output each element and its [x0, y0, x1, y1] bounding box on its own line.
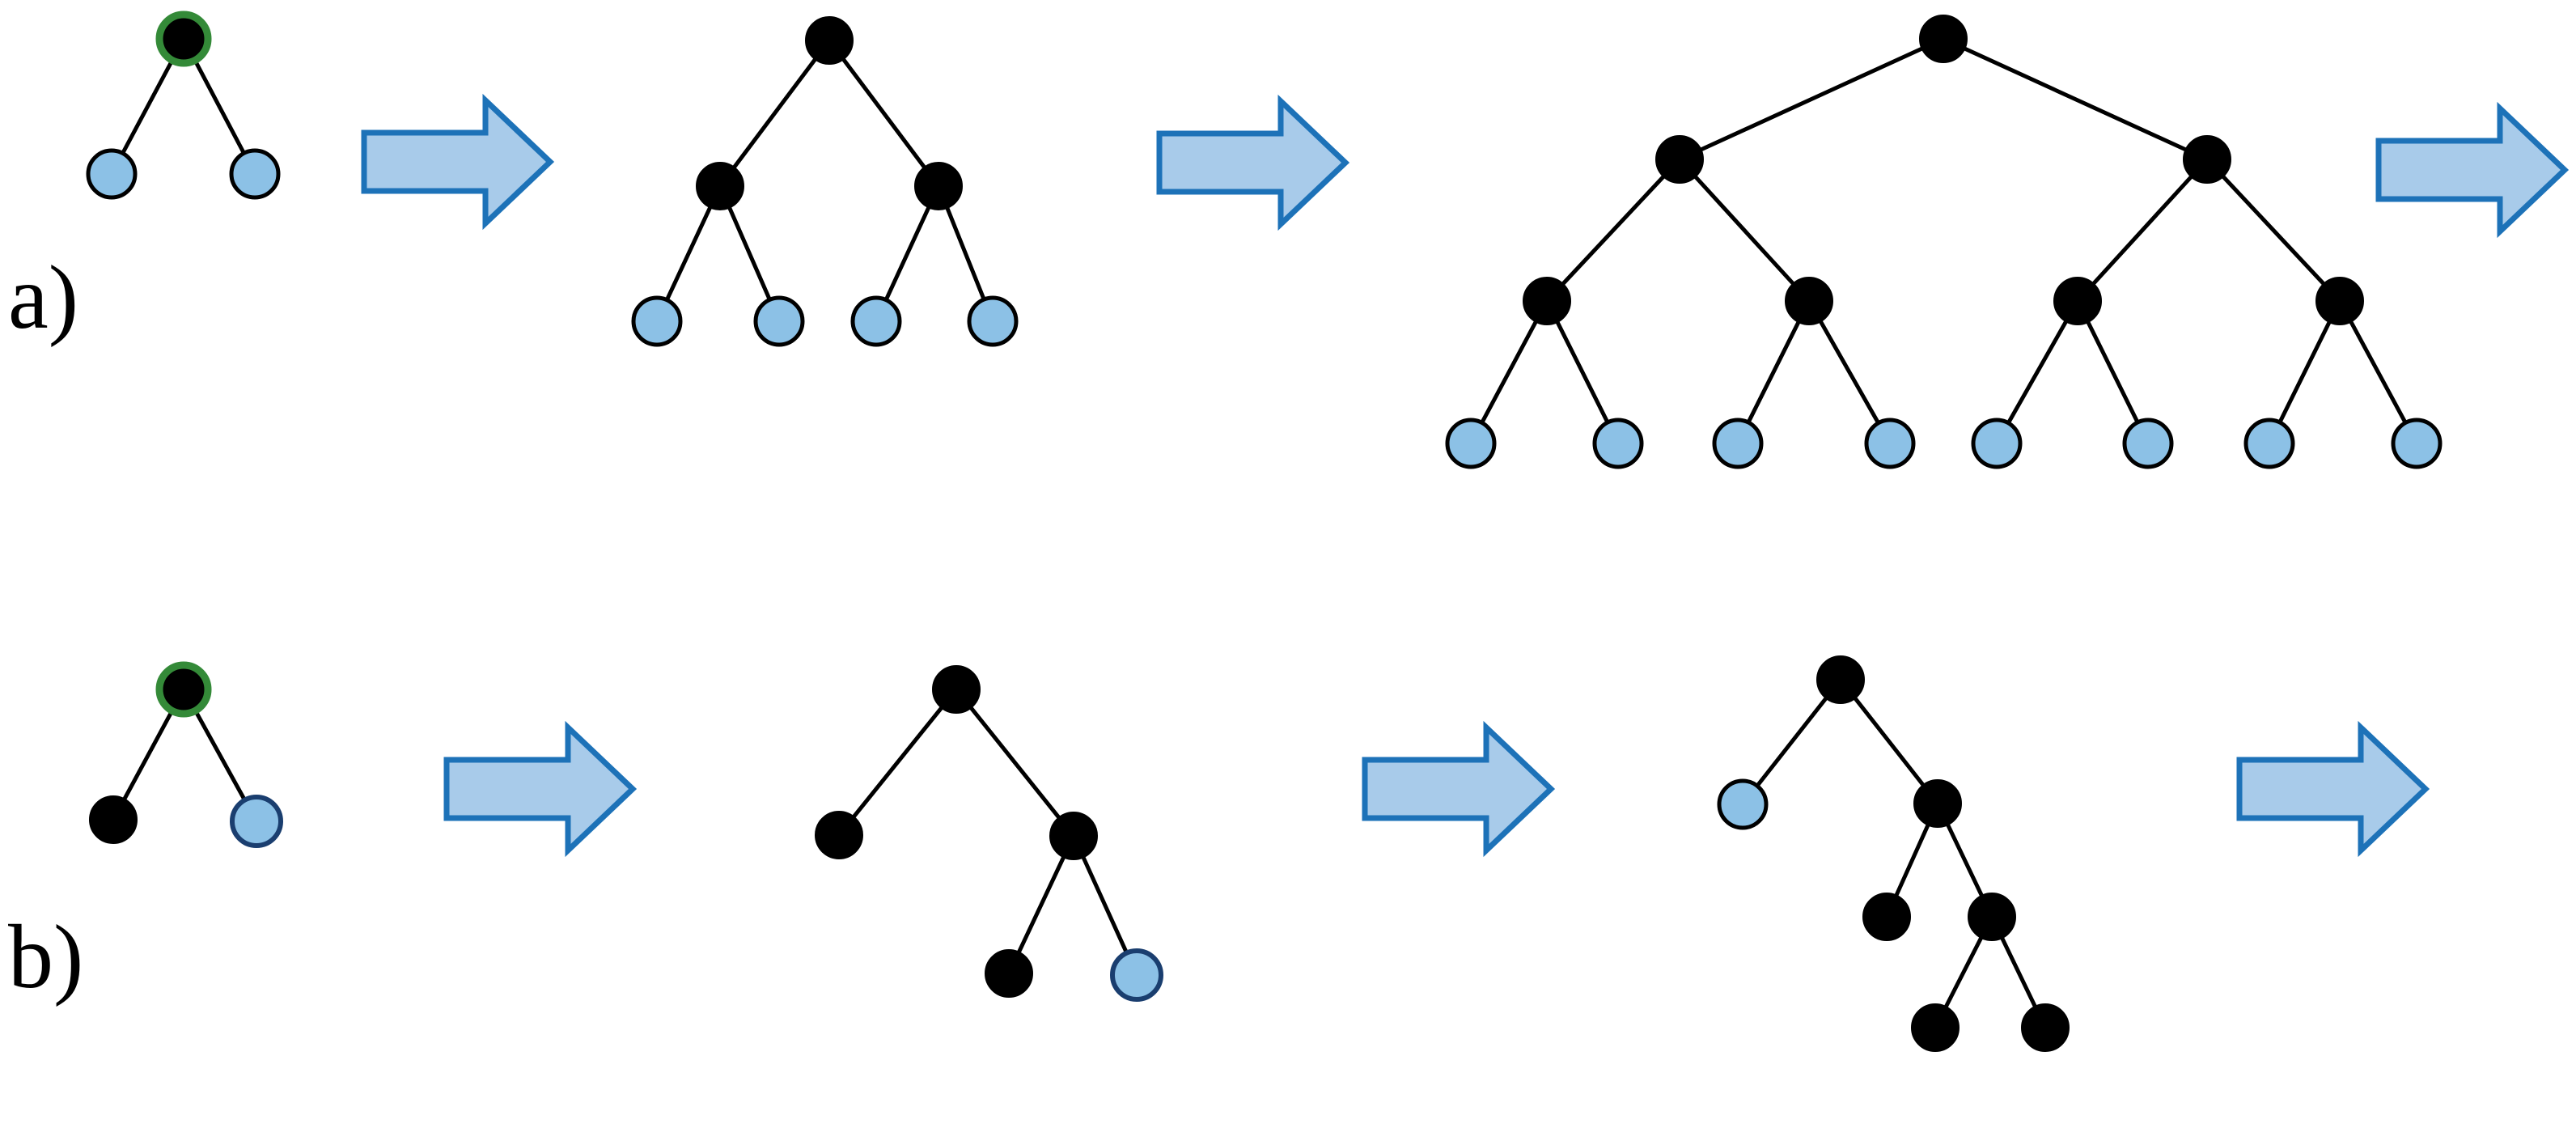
tree-edge	[1677, 157, 1811, 303]
tree-edge	[2337, 299, 2419, 446]
tree-edge	[827, 38, 941, 189]
tree-node-a3-leaf-6	[2122, 418, 2174, 469]
tree-a2	[631, 16, 1019, 347]
tree-node-a3-leaf-8	[2391, 418, 2443, 469]
tree-node-a3-l2-a	[1523, 277, 1571, 325]
arrow-right-icon	[443, 720, 638, 858]
tree-node-a2-l1-left	[696, 162, 744, 210]
tree-node-a3-l2-c	[2053, 277, 2102, 325]
tree-edge	[1994, 299, 2080, 446]
tree-edge	[1677, 36, 1946, 162]
tree-node-a2-leaf-4	[967, 295, 1019, 347]
tree-node-b3-right-black	[1913, 779, 1962, 828]
tree-node-a3-root	[1919, 15, 1968, 63]
arrow-right-icon	[2236, 720, 2430, 858]
tree-node-a3-leaf-1	[1445, 418, 1497, 469]
tree-edge	[954, 687, 1076, 838]
tree-node-b3-left-blue	[1717, 778, 1769, 830]
tree-node-a2-l1-right	[914, 162, 963, 210]
row-a-label: a)	[8, 248, 79, 348]
tree-node-b2-right-black	[1049, 812, 1098, 860]
tree-node-a3-leaf-5	[1971, 418, 2023, 469]
tree-node-a3-l2-d	[2315, 277, 2364, 325]
tree-edge	[2075, 157, 2210, 303]
arrow-right-icon	[361, 93, 555, 231]
tree-edge	[837, 687, 959, 838]
tree-node-b3-rrr-black	[2021, 1003, 2070, 1052]
tree-node-b3-rr-black	[1968, 893, 2016, 941]
tree-node-a3-leaf-2	[1592, 418, 1644, 469]
tree-node-b3-rl-black	[1862, 893, 1911, 941]
tree-edge	[2205, 157, 2342, 303]
tree-edge	[1941, 36, 2210, 162]
tree-edge	[718, 38, 832, 189]
tree-a3	[1445, 15, 2443, 469]
row-b-label: b)	[8, 907, 84, 1007]
tree-edge	[1468, 299, 1549, 446]
tree-node-b2-root	[932, 665, 981, 714]
tree-edge	[2075, 299, 2150, 446]
tree-edge	[1838, 677, 1940, 806]
tree-edge	[1544, 157, 1682, 303]
tree-node-a1-root	[155, 11, 212, 67]
tree-node-a2-leaf-3	[850, 295, 902, 347]
tree-edge	[1006, 833, 1076, 976]
arrow-right-icon	[2375, 101, 2570, 239]
tree-b1	[89, 661, 283, 848]
tree-node-a3-l1-left	[1655, 135, 1704, 184]
tree-edge	[1544, 299, 1621, 446]
arrow-right-icon	[1156, 94, 1350, 231]
tree-node-b2-rl-black	[985, 949, 1033, 998]
tree-node-b3-rrl-black	[1911, 1003, 1960, 1052]
tree-node-b1-right-blue	[230, 795, 283, 848]
tree-edge	[2267, 299, 2342, 446]
tree-edge	[1740, 677, 1843, 807]
tree-node-a3-leaf-4	[1864, 418, 1916, 469]
tree-node-a3-l1-right	[2183, 135, 2231, 184]
tree-b3	[1717, 655, 2070, 1052]
tree-node-b1-root	[155, 661, 212, 718]
arrow-right-icon	[1362, 720, 1556, 858]
tree-a1	[86, 11, 281, 200]
tree-node-a1-left-leaf	[86, 148, 138, 200]
tree-node-b2-rr-blue	[1110, 948, 1163, 1002]
tree-node-b2-left-black	[815, 811, 863, 859]
tree-node-b1-left-black	[89, 795, 138, 844]
tree-node-a3-l2-b	[1785, 277, 1833, 325]
tree-node-a3-leaf-7	[2243, 418, 2295, 469]
tree-b2	[815, 665, 1163, 1002]
tree-node-a3-leaf-3	[1712, 418, 1764, 469]
tree-node-a1-right-leaf	[229, 148, 281, 200]
tree-edge	[1807, 299, 1892, 446]
tree-node-b3-root	[1816, 655, 1865, 704]
tree-node-a2-leaf-1	[631, 295, 683, 347]
tree-node-a2-root	[805, 16, 854, 65]
tree-edge	[1735, 299, 1811, 446]
tree-node-a2-leaf-2	[753, 295, 805, 347]
